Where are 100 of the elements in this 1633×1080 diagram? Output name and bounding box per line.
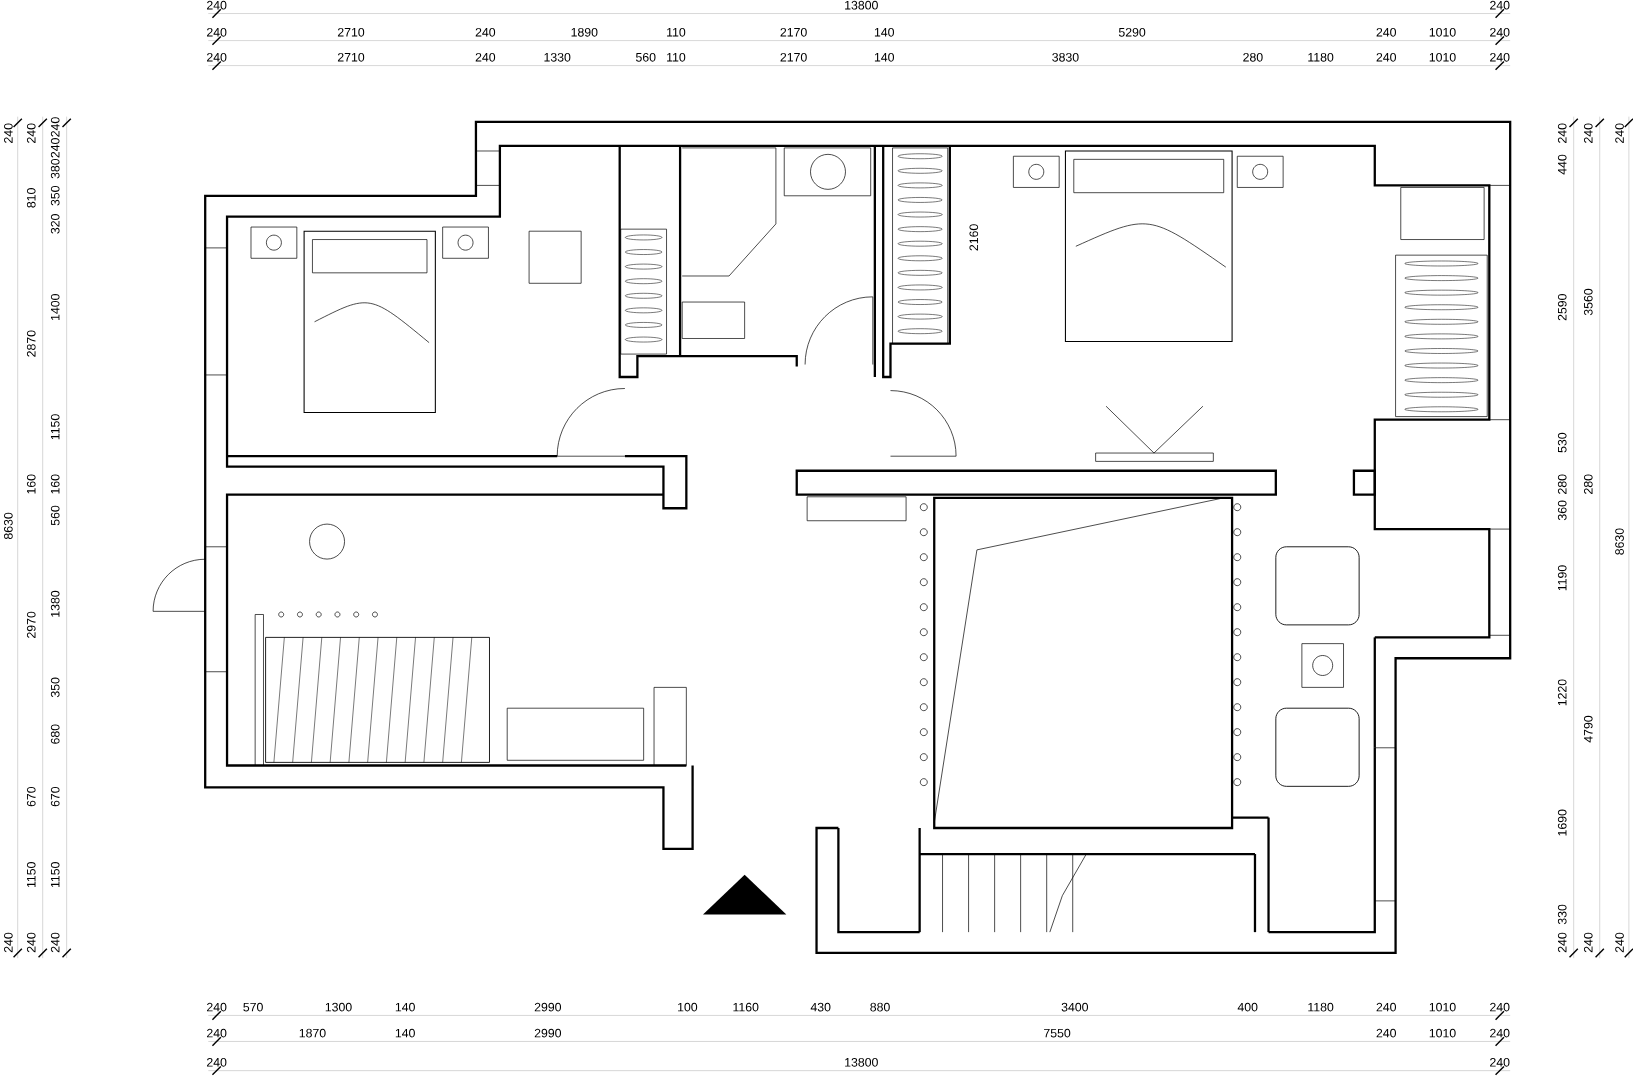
dimension-text: 440: [1557, 154, 1567, 175]
dimension-text: 1010: [1429, 52, 1456, 62]
dimension-text: 1870: [299, 1028, 326, 1038]
dimension-text: 110: [667, 27, 686, 37]
dimension-text: 240: [1490, 0, 1510, 10]
dimension-text: 1300: [325, 1002, 352, 1012]
dimension-text: 1150: [50, 414, 60, 440]
dimension-text: 240: [26, 932, 36, 953]
dimension-text: 8630: [1615, 528, 1624, 555]
dimension-text: 670: [26, 786, 36, 807]
dimension-text: 8630: [4, 512, 13, 540]
dimension-text: 240: [1490, 1058, 1510, 1067]
dimension-text: 1380: [50, 590, 60, 617]
dimension-text: 100: [678, 1002, 698, 1012]
dimension-text: 240: [26, 123, 36, 143]
dimension-text: 2990: [534, 1002, 562, 1012]
dimension-text: 280: [1583, 474, 1593, 494]
dimension-text: 240: [207, 1058, 227, 1067]
dimension-text: 1010: [1429, 1028, 1456, 1038]
dimension-text: 280: [1243, 52, 1263, 62]
dimension-text: 350: [50, 677, 60, 698]
dimension-text: 240: [1490, 52, 1510, 62]
dimension-text: 1690: [1557, 809, 1567, 836]
dimension-text: 380: [50, 158, 60, 179]
dimension-text: 240: [475, 27, 496, 37]
dimension-text: 3400: [1061, 1002, 1089, 1012]
dimension-text: 240: [1490, 27, 1510, 37]
dimension-text: 240: [1557, 932, 1567, 953]
dimension-text: 240: [50, 117, 60, 137]
dimension-text: 5290: [1118, 27, 1146, 37]
dimension-text: 240: [207, 1028, 227, 1038]
dimension-text: 240: [50, 138, 60, 158]
dimension-text: 240: [4, 932, 13, 953]
dimension-text: 430: [810, 1002, 831, 1012]
dimension-text: 670: [50, 786, 60, 807]
dimension-text: 240: [207, 52, 227, 62]
dimension-text: 2170: [780, 52, 807, 62]
dimension-text: 240: [1583, 123, 1593, 143]
dimension-text: 570: [243, 1002, 263, 1012]
dimension-text: 2710: [337, 27, 365, 37]
dimension-text: 140: [395, 1028, 415, 1038]
dimension-text: 240: [207, 1002, 227, 1012]
dimension-text: 2870: [26, 330, 36, 357]
dimension-text: 13800: [845, 1058, 878, 1067]
dimension-text: 240: [1376, 27, 1396, 37]
dimension-text: 240: [1557, 123, 1567, 143]
dimension-text: 1160: [733, 1002, 759, 1012]
dimension-text: 1010: [1429, 1002, 1456, 1012]
dimension-text: 1180: [1308, 1002, 1334, 1012]
dimension-text: 360: [1557, 500, 1567, 521]
dimension-text: 350: [50, 186, 60, 206]
dimension-text: 400: [1237, 1002, 1258, 1012]
dimension-text: 140: [874, 27, 894, 37]
dimension-text: 240: [1583, 932, 1593, 953]
dimension-text: 240: [1376, 52, 1396, 62]
dimension-text: 2590: [1557, 294, 1567, 321]
dimension-text: 1190: [1557, 565, 1567, 591]
dimension-text: 240: [1490, 1002, 1510, 1012]
dimension-text: 160: [26, 474, 36, 494]
dimension-text: 1010: [1429, 27, 1456, 37]
dimension-text: 2710: [337, 52, 365, 62]
dimension-text: 2160: [969, 224, 979, 251]
dimension-text: 1150: [50, 862, 60, 888]
dimension-text: 1220: [1557, 679, 1567, 706]
dimension-text: 1330: [544, 52, 571, 62]
dimension-text: 3560: [1583, 288, 1593, 316]
dimension-text: 680: [50, 724, 60, 744]
dimension-text: 240: [1376, 1028, 1396, 1038]
dimension-text: 560: [50, 505, 60, 526]
dimension-text: 140: [395, 1002, 415, 1012]
dimension-text: 3830: [1052, 52, 1079, 62]
dimension-text: 320: [50, 214, 60, 234]
dimension-text: 2990: [534, 1028, 562, 1038]
dimension-text: 1890: [571, 27, 598, 37]
dimension-text: 240: [50, 932, 60, 953]
dimension-text: 2970: [26, 611, 36, 638]
dimension-text: 240: [207, 27, 227, 37]
dimension-text: 530: [1557, 432, 1567, 453]
dimension-text: 240: [1615, 123, 1624, 143]
dimension-text: 2170: [780, 27, 807, 37]
dimension-text: 240: [207, 0, 227, 10]
dimension-text: 280: [1557, 474, 1567, 494]
dimension-text: 240: [4, 123, 13, 143]
dimension-text: 240: [1490, 1028, 1510, 1038]
dimension-text: 240: [475, 52, 496, 62]
dimension-text: 160: [50, 474, 60, 494]
dimension-text: 140: [874, 52, 894, 62]
dimension-text: 13800: [845, 0, 878, 10]
dimension-text: 240: [1376, 1002, 1396, 1012]
dimension-text: 880: [870, 1002, 890, 1012]
dimension-text: 240: [1615, 932, 1624, 953]
dimension-text: 7550: [1044, 1028, 1071, 1038]
dimension-text: 810: [26, 188, 36, 208]
dimension-text: 560: [636, 52, 656, 62]
dimension-text: 110: [667, 52, 686, 62]
dimension-text: 330: [1557, 904, 1567, 925]
dimension-text: 4790: [1583, 715, 1593, 743]
dimension-text: 1180: [1308, 52, 1334, 62]
dimension-text: 1400: [50, 294, 60, 320]
dimension-text: 1150: [26, 862, 36, 888]
